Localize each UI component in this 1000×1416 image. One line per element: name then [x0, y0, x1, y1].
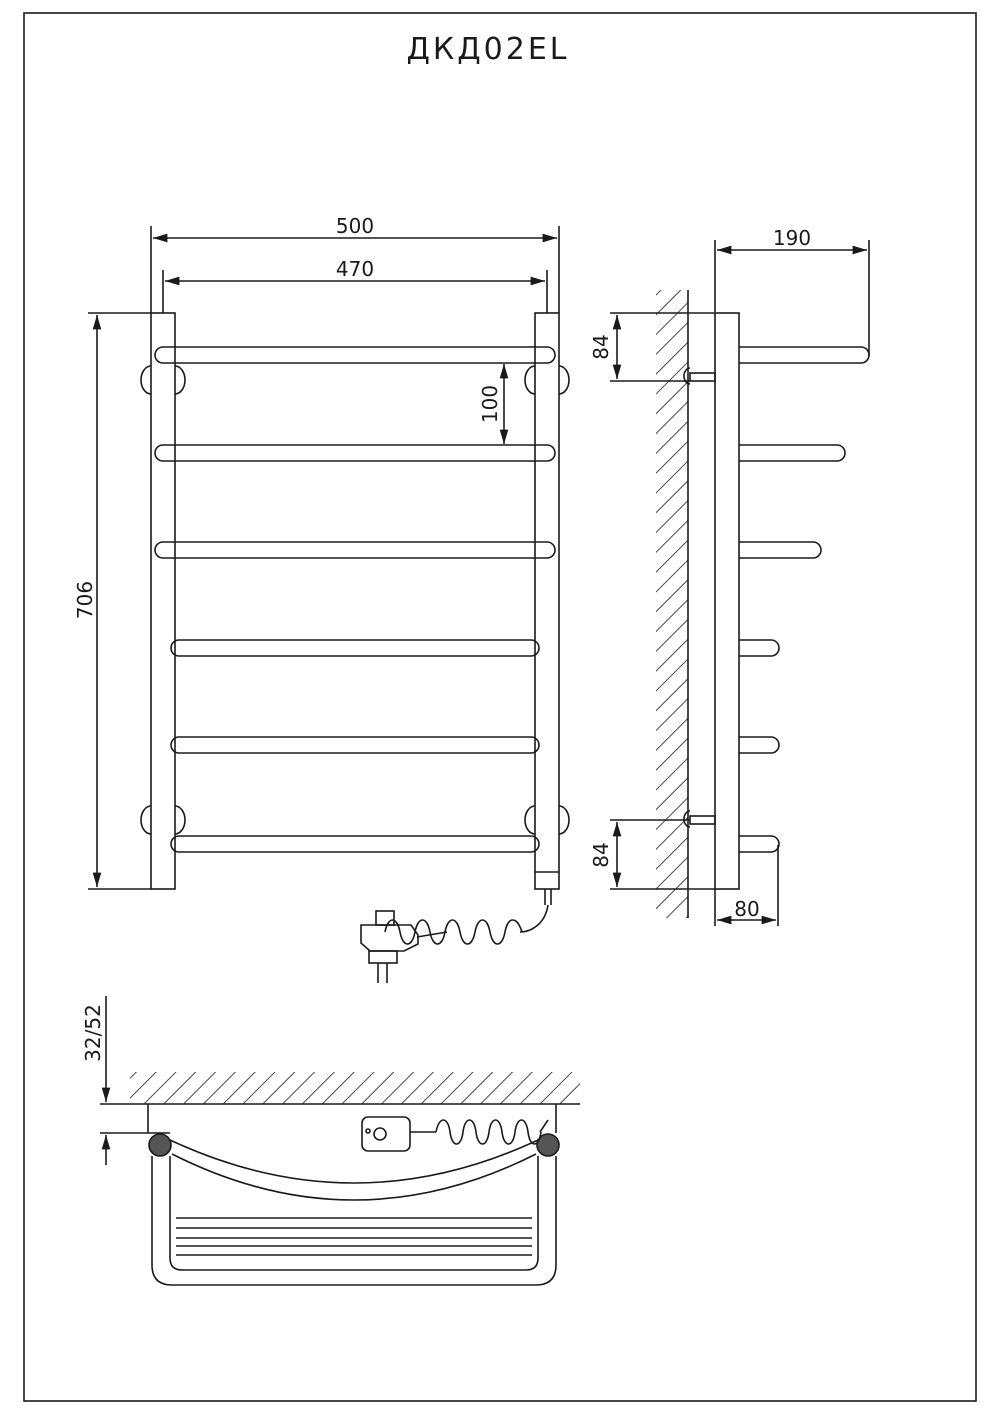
plug-neck — [368, 950, 398, 964]
top-coiled-cord — [435, 1119, 542, 1145]
rung-5 — [170, 736, 540, 754]
rung-2 — [154, 444, 556, 462]
side-rung-4 — [739, 639, 780, 657]
side-rung-1 — [739, 346, 870, 364]
top-curved-rung — [169, 1139, 539, 1184]
rung-4 — [170, 639, 540, 657]
side-collector — [714, 312, 740, 890]
coiled-cord — [384, 919, 523, 945]
dim-mount-depth: 80 — [734, 897, 759, 921]
top-rung-a — [176, 1217, 532, 1229]
rung-1 — [154, 346, 556, 364]
mount-boss-top-left — [140, 365, 186, 395]
top-controller-knob — [373, 1127, 387, 1141]
side-bracket-bottom — [689, 815, 716, 825]
dim-width-inner: 470 — [336, 257, 374, 281]
mount-boss-bottom-left — [140, 805, 186, 835]
top-wall-hatch — [130, 1072, 580, 1104]
side-rung-6 — [739, 835, 780, 853]
left-collector — [150, 312, 176, 890]
cord-stub — [544, 889, 552, 905]
dim-bottom-offset: 84 — [589, 842, 613, 867]
dim-height: 706 — [73, 581, 97, 619]
front-view — [88, 226, 570, 983]
side-rung-3 — [739, 541, 822, 559]
mount-boss-bottom-right — [524, 805, 570, 835]
top-rung-b — [176, 1237, 532, 1247]
page-frame — [23, 12, 977, 1402]
top-collector-right — [536, 1133, 560, 1157]
wall-hatch — [656, 290, 688, 918]
mount-boss-top-right — [524, 365, 570, 395]
dim-width-outer: 500 — [336, 214, 374, 238]
plug-knob — [375, 910, 395, 926]
cord-lead — [519, 904, 549, 933]
top-rung-loop-inner — [169, 1156, 539, 1271]
top-collector-left — [148, 1133, 172, 1157]
plug-body — [360, 924, 419, 952]
side-rung-2 — [739, 444, 846, 462]
side-view — [610, 240, 870, 926]
top-rung-loop-outer — [151, 1156, 557, 1286]
drawing-title: ДКД02EL — [406, 32, 569, 67]
dim-rung-spacing: 100 — [478, 385, 502, 423]
dim-top-offset: 84 — [589, 334, 613, 359]
side-rung-5 — [739, 736, 780, 754]
dim-depth: 190 — [773, 226, 811, 250]
top-view — [100, 996, 580, 1286]
rung-3 — [154, 541, 556, 559]
right-collector — [534, 312, 560, 890]
side-bracket-top — [689, 372, 716, 382]
rung-6 — [170, 835, 540, 853]
dim-wall-gap: 32/52 — [81, 1004, 105, 1062]
top-controller — [361, 1116, 411, 1152]
